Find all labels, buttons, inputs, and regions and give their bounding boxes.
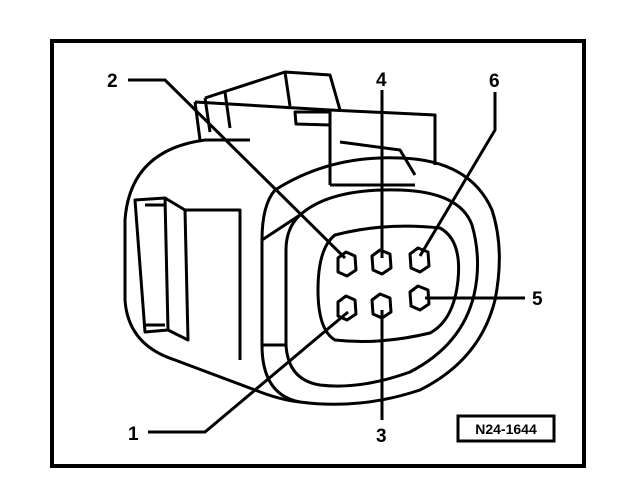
callout-label-2: 2 [107,71,118,92]
callout-label-6: 6 [489,71,500,92]
leader-pin-6 [418,92,497,257]
pin-cavity-4 [370,248,393,276]
pin-cavity-3 [370,292,393,320]
leader-pin-1 [148,310,349,434]
callout-label-4: 4 [376,70,387,91]
pin-cavity-6 [408,246,431,274]
leader-pin-2 [128,78,347,260]
callout-label-5: 5 [532,289,543,310]
pin-cavity-5 [408,284,431,312]
callout-label-3: 3 [376,426,387,447]
reference-code: N24-1644 [475,421,537,437]
pin-cavities [336,246,431,322]
leader-lines [128,78,525,434]
figure-border [50,39,586,468]
callout-label-1: 1 [128,424,139,445]
reference-code-box [456,414,556,443]
connector-housing [123,70,501,406]
pin-cavity-1 [336,294,358,322]
pin-cavity-2 [336,250,358,278]
